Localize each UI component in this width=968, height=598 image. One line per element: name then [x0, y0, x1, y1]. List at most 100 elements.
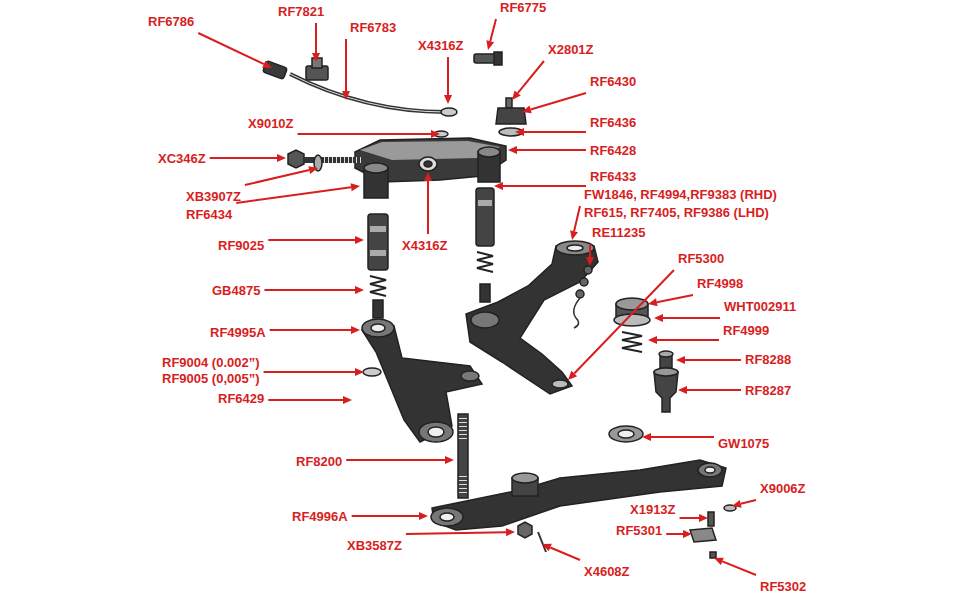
leader-line	[531, 93, 586, 109]
arrow-head	[262, 61, 272, 68]
arrow-head	[512, 91, 521, 100]
leader-line	[245, 170, 309, 185]
arrow-head	[732, 500, 742, 508]
leader-line	[685, 359, 741, 361]
leader-line	[264, 371, 355, 373]
leader-line	[406, 532, 506, 534]
leader-line	[589, 244, 591, 257]
part-number: RF4995A	[210, 325, 266, 340]
part-number: RF8287	[745, 383, 791, 398]
arrow-head	[699, 514, 708, 522]
part-number: XB3587Z	[347, 538, 402, 553]
part-number: RF4998	[697, 276, 743, 291]
part-number: XB3907Z	[186, 189, 241, 204]
part-number: RF6436	[590, 115, 636, 130]
part-number: RE11235	[592, 225, 646, 240]
part-number: RF6433	[590, 169, 636, 184]
arrow-head	[486, 40, 494, 50]
part-number: RF6786	[148, 14, 194, 29]
part-number: GB4875	[212, 283, 260, 298]
arrow-head	[342, 91, 350, 100]
part-number: RF8288	[745, 352, 791, 367]
arrow-head	[308, 166, 318, 174]
arrow-head	[654, 314, 663, 322]
leader-line	[657, 339, 719, 341]
arrow-head	[351, 326, 360, 334]
arrow-head	[676, 356, 685, 364]
leader-line	[680, 517, 699, 519]
arrow-head	[343, 396, 352, 404]
part-number: RF6429	[218, 391, 264, 406]
arrow-head	[355, 236, 364, 244]
arrow-head	[522, 106, 532, 114]
leader-line	[722, 561, 756, 575]
leader-line	[345, 39, 347, 91]
arrow-head	[542, 544, 552, 551]
part-number: RF6430	[590, 74, 636, 89]
arrow-head	[570, 230, 578, 240]
part-number: RF6434	[186, 207, 232, 222]
part-number: RF6783	[350, 20, 396, 35]
arrow-head	[444, 95, 452, 104]
leader-line	[198, 33, 264, 64]
part-number: FW1846, RF4994,RF9383 (RHD)	[584, 187, 777, 202]
leader-line	[236, 187, 351, 203]
leader-line	[657, 295, 693, 302]
arrow-head	[312, 53, 320, 62]
leader-line	[315, 23, 317, 53]
part-number: RF4999	[723, 323, 769, 338]
leader-line	[524, 131, 586, 133]
leader-line	[346, 459, 445, 461]
leader-line	[517, 149, 586, 151]
leader-line	[651, 436, 714, 438]
part-number: RF4996A	[292, 509, 348, 524]
arrow-head	[714, 558, 724, 565]
arrow-head	[586, 257, 594, 266]
arrow-head	[355, 368, 364, 376]
part-number: RF6428	[590, 143, 636, 158]
leader-line	[447, 57, 449, 95]
part-number: X4316Z	[402, 238, 448, 253]
arrow-head	[508, 146, 517, 154]
leader-line	[427, 181, 429, 234]
part-number: RF5300	[678, 251, 724, 266]
leader-line	[490, 19, 496, 41]
part-number: RF6775	[500, 0, 546, 15]
part-number: RF8200	[296, 454, 342, 469]
arrow-head	[506, 528, 515, 536]
arrow-head	[648, 336, 657, 344]
arrow-head	[351, 183, 360, 191]
arrow-head	[494, 182, 503, 190]
part-number: X1913Z	[630, 502, 676, 517]
arrow-head	[515, 128, 524, 136]
part-number: RF9004 (0.002”)	[162, 355, 260, 370]
leader-line	[298, 133, 431, 135]
part-number: WHT002911	[724, 299, 796, 314]
arrow-head	[431, 130, 440, 138]
arrow-head	[683, 530, 692, 538]
part-number: X9010Z	[248, 116, 294, 131]
leader-line	[687, 389, 741, 391]
part-number: XC346Z	[158, 151, 206, 166]
leader-line	[264, 289, 355, 291]
leader-line	[352, 515, 419, 517]
leader-line	[666, 533, 683, 535]
leader-line	[210, 157, 277, 159]
leader-line	[741, 500, 756, 504]
arrow-head	[678, 386, 687, 394]
leader-line	[574, 270, 674, 374]
arrow-head	[445, 456, 454, 464]
arrow-head	[419, 512, 428, 520]
part-number: RF5302	[760, 579, 806, 594]
part-number: X4316Z	[418, 38, 464, 53]
arrow-head	[355, 286, 364, 294]
part-number: X2801Z	[548, 42, 594, 57]
part-number: GW1075	[718, 436, 769, 451]
arrow-head	[424, 172, 432, 181]
part-number: RF9005 (0,005”)	[162, 371, 260, 386]
part-number: X9006Z	[760, 481, 806, 496]
leader-line	[268, 239, 355, 241]
